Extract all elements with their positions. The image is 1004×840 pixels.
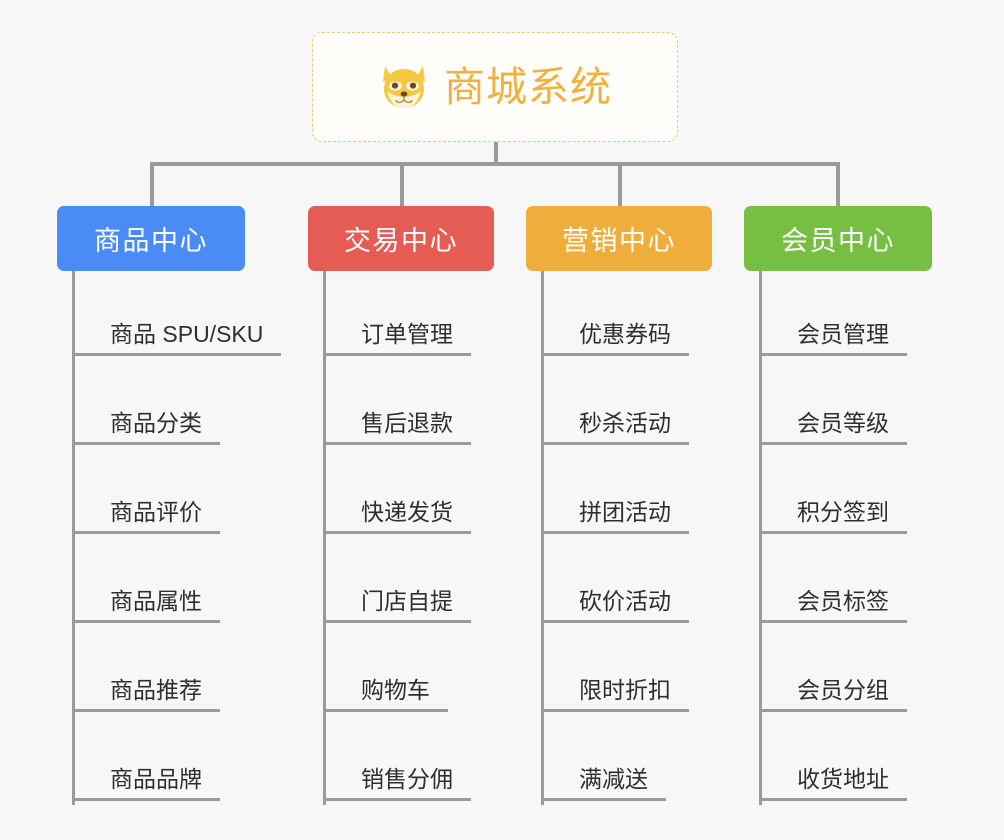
branch-label: 会员中心: [781, 226, 895, 256]
branch-label: 商品中心: [94, 226, 208, 256]
leaf-stack: 商品 SPU/SKU 商品分类 商品评价 商品属性 商品推荐 商品品牌: [72, 271, 282, 805]
branch-header[interactable]: 营销中心: [526, 206, 712, 271]
connector-drop-2: [618, 162, 622, 206]
connector-trunk: [494, 142, 498, 164]
connector-bus: [150, 162, 840, 166]
connector-drop-0: [150, 162, 154, 206]
root-title: 商城系统: [444, 63, 612, 110]
branch-marketing-center: 营销中心 优惠券码 秒杀活动 拼团活动 砍价活动 限时折扣 满减送: [526, 206, 712, 805]
leaf-label: 优惠券码: [544, 321, 689, 356]
leaf-item[interactable]: 积分签到: [762, 449, 932, 538]
leaf-label: 满减送: [544, 766, 666, 801]
leaf-item[interactable]: 砍价活动: [544, 538, 712, 627]
leaf-item[interactable]: 门店自提: [326, 538, 494, 627]
leaf-label: 收货地址: [762, 766, 907, 801]
leaf-label: 会员管理: [762, 321, 907, 356]
root-node[interactable]: 商城系统: [312, 32, 678, 142]
branch-header[interactable]: 商品中心: [57, 206, 245, 271]
leaf-label: 积分签到: [762, 499, 907, 534]
leaf-item[interactable]: 优惠券码: [544, 271, 712, 360]
leaf-label: 商品 SPU/SKU: [75, 321, 282, 356]
leaf-label: 订单管理: [326, 321, 471, 356]
leaf-label: 商品推荐: [75, 677, 220, 712]
shiba-dog-icon: [383, 66, 425, 108]
branch-label: 营销中心: [562, 226, 676, 256]
leaf-label: 限时折扣: [544, 677, 689, 712]
leaf-item[interactable]: 拼团活动: [544, 449, 712, 538]
leaf-label: 门店自提: [326, 588, 471, 623]
leaf-label: 商品分类: [75, 410, 220, 445]
leaf-item[interactable]: 订单管理: [326, 271, 494, 360]
leaf-item[interactable]: 收货地址: [762, 716, 932, 805]
leaf-item[interactable]: 商品评价: [75, 449, 245, 538]
connector-drop-1: [400, 162, 404, 206]
leaf-label: 购物车: [326, 677, 448, 712]
branch-trade-center: 交易中心 订单管理 售后退款 快递发货 门店自提 购物车 销售分佣: [308, 206, 494, 805]
leaf-label: 会员分组: [762, 677, 907, 712]
branch-product-center: 商品中心 商品 SPU/SKU 商品分类 商品评价 商品属性 商品推荐 商品品牌: [57, 206, 282, 805]
branch-header[interactable]: 会员中心: [744, 206, 932, 271]
leaf-label: 会员标签: [762, 588, 907, 623]
leaf-label: 快递发货: [326, 499, 471, 534]
leaf-item[interactable]: 商品属性: [75, 538, 245, 627]
leaf-item[interactable]: 快递发货: [326, 449, 494, 538]
leaf-item[interactable]: 满减送: [544, 716, 712, 805]
leaf-item[interactable]: 商品推荐: [75, 627, 245, 716]
leaf-item[interactable]: 秒杀活动: [544, 360, 712, 449]
branch-member-center: 会员中心 会员管理 会员等级 积分签到 会员标签 会员分组 收货地址: [744, 206, 932, 805]
leaf-label: 商品评价: [75, 499, 220, 534]
leaf-item[interactable]: 商品分类: [75, 360, 245, 449]
branch-label: 交易中心: [344, 226, 458, 256]
leaf-item[interactable]: 会员管理: [762, 271, 932, 360]
leaf-stack: 订单管理 售后退款 快递发货 门店自提 购物车 销售分佣: [323, 271, 494, 805]
leaf-item[interactable]: 售后退款: [326, 360, 494, 449]
leaf-label: 售后退款: [326, 410, 471, 445]
branch-header[interactable]: 交易中心: [308, 206, 494, 271]
leaf-stack: 优惠券码 秒杀活动 拼团活动 砍价活动 限时折扣 满减送: [541, 271, 712, 805]
connector-drop-3: [836, 162, 840, 206]
leaf-label: 秒杀活动: [544, 410, 689, 445]
leaf-item[interactable]: 商品品牌: [75, 716, 245, 805]
leaf-item[interactable]: 限时折扣: [544, 627, 712, 716]
leaf-item[interactable]: 会员分组: [762, 627, 932, 716]
leaf-label: 商品属性: [75, 588, 220, 623]
leaf-label: 砍价活动: [544, 588, 689, 623]
leaf-item[interactable]: 销售分佣: [326, 716, 494, 805]
leaf-label: 商品品牌: [75, 766, 220, 801]
leaf-stack: 会员管理 会员等级 积分签到 会员标签 会员分组 收货地址: [759, 271, 932, 805]
leaf-item[interactable]: 商品 SPU/SKU: [75, 271, 282, 360]
leaf-label: 销售分佣: [326, 766, 471, 801]
leaf-label: 会员等级: [762, 410, 907, 445]
leaf-item[interactable]: 购物车: [326, 627, 494, 716]
leaf-item[interactable]: 会员等级: [762, 360, 932, 449]
leaf-item[interactable]: 会员标签: [762, 538, 932, 627]
leaf-label: 拼团活动: [544, 499, 689, 534]
